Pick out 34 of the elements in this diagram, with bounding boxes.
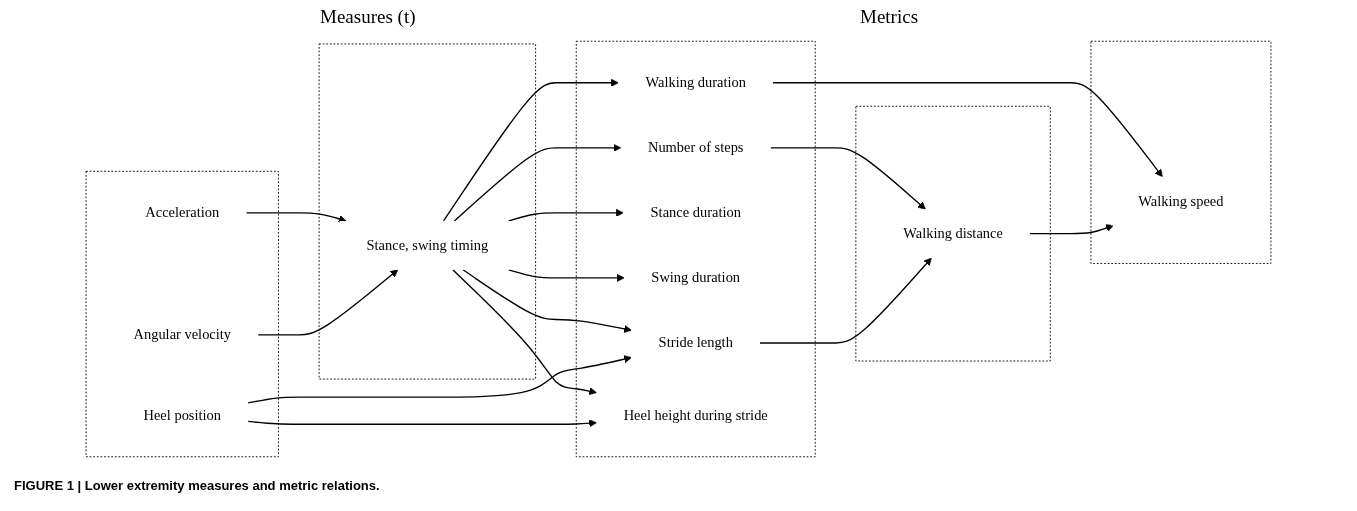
node-text: Stance duration bbox=[650, 204, 741, 221]
figure-caption: FIGURE 1 | Lower extremity measures and metric relations. bbox=[14, 478, 380, 493]
node-text: Walking speed bbox=[1138, 192, 1224, 209]
arrow bbox=[507, 208, 624, 222]
arrow bbox=[507, 269, 625, 282]
arrow bbox=[462, 269, 632, 333]
arrow bbox=[453, 143, 622, 222]
node-text: Number of steps bbox=[647, 139, 744, 156]
arrow bbox=[247, 355, 632, 404]
column-heading: Metrics bbox=[860, 6, 919, 28]
node-text: Stride length bbox=[658, 334, 733, 351]
arrow bbox=[245, 212, 347, 223]
arrow bbox=[257, 269, 399, 336]
arrow bbox=[772, 82, 1163, 178]
node-text: Walking distance bbox=[903, 225, 1003, 241]
cluster bbox=[575, 40, 816, 458]
cluster bbox=[318, 43, 537, 380]
node-text: Angular velocity bbox=[133, 326, 232, 343]
arrow bbox=[769, 147, 926, 210]
node-text: Walking duration bbox=[645, 74, 746, 91]
cluster bbox=[855, 105, 1051, 362]
node-text: Stance, swing timing bbox=[366, 237, 489, 253]
cluster bbox=[1090, 40, 1272, 264]
arrow bbox=[452, 269, 597, 395]
arrow bbox=[1029, 224, 1114, 235]
cluster bbox=[85, 170, 279, 458]
node-text: Swing duration bbox=[651, 269, 741, 286]
node-text: Heel position bbox=[143, 407, 221, 423]
arrow bbox=[247, 419, 597, 428]
arrow bbox=[442, 78, 619, 222]
node-text: Acceleration bbox=[145, 204, 220, 221]
arrow bbox=[759, 257, 932, 344]
node-text: Heel height during stride bbox=[623, 407, 768, 423]
column-heading: Measures (t) bbox=[320, 6, 416, 28]
